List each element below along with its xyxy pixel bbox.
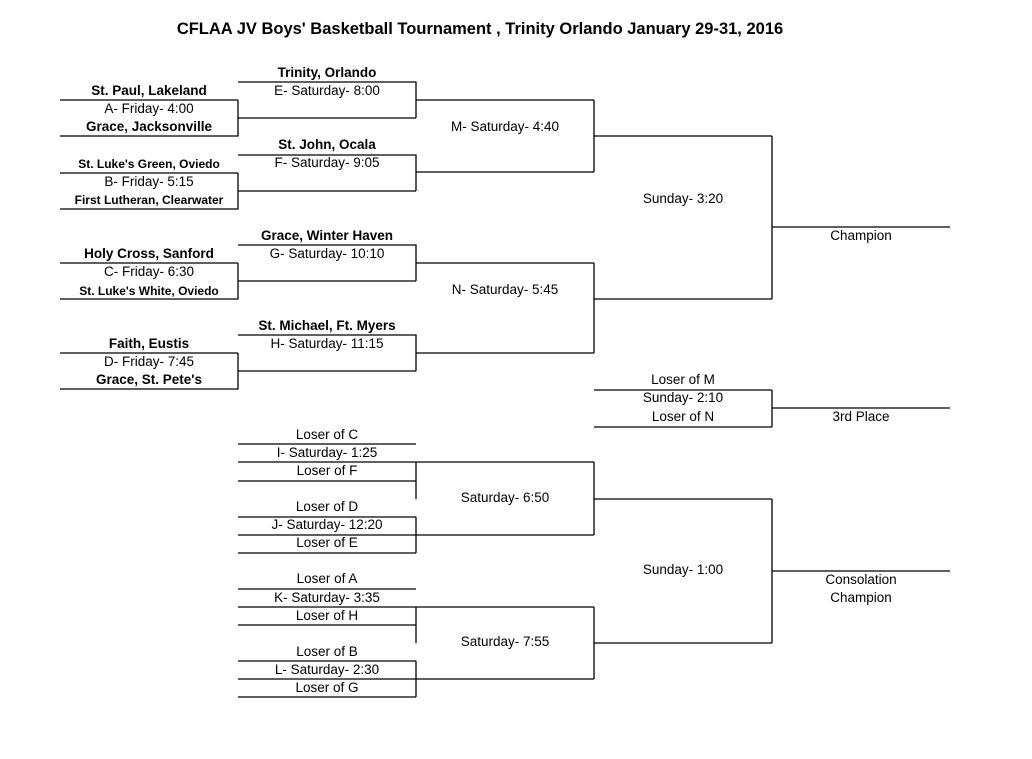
consolation-final-bracket	[771, 499, 950, 643]
game-g-label: G- Saturday- 10:10	[269, 246, 385, 261]
team-grace-jacksonville: Grace, Jacksonville	[85, 119, 213, 134]
third-place-bottom-slot: Loser of N	[651, 409, 715, 424]
final-bracket	[771, 136, 950, 299]
consolation-semi-upper-bracket	[416, 461, 772, 536]
team-faith-eustis: Faith, Eustis	[108, 336, 190, 351]
game-n-bracket	[416, 262, 772, 354]
game-j-label: J- Saturday- 12:20	[271, 517, 383, 532]
game-n-label: N- Saturday- 5:45	[451, 282, 559, 297]
team-st-john-ocala: St. John, Ocala	[278, 137, 376, 152]
consolation-semi-upper-label: Saturday- 6:50	[460, 490, 550, 505]
game-i-bottom-slot: Loser of F	[296, 463, 358, 478]
game-a-bracket	[60, 99, 416, 137]
team-st-paul-lakeland: St. Paul, Lakeland	[91, 83, 207, 98]
game-i-label: I- Saturday- 1:25	[276, 445, 378, 460]
consolation-result-line2: Champion	[830, 590, 892, 605]
game-a-label: A- Friday- 4:00	[104, 101, 194, 116]
team-first-lutheran-clearwater: First Lutheran, Clearwater	[74, 193, 224, 207]
game-f-label: F- Saturday- 9:05	[274, 155, 380, 170]
champion-label: Champion	[830, 228, 892, 243]
game-b-bracket	[60, 172, 416, 210]
game-i-top-slot: Loser of C	[295, 427, 359, 442]
team-grace-winter-haven: Grace, Winter Haven	[261, 228, 393, 243]
game-k-bottom-slot: Loser of H	[295, 608, 359, 623]
game-l-label: L- Saturday- 2:30	[274, 662, 380, 677]
game-c-bracket	[60, 262, 416, 300]
game-c-label: C- Friday- 6:30	[103, 264, 195, 279]
game-j-top-slot: Loser of D	[295, 499, 359, 514]
game-m-label: M- Saturday- 4:40	[450, 119, 560, 134]
game-d-bracket	[60, 352, 416, 390]
game-d-label: D- Friday- 7:45	[103, 354, 195, 369]
game-j-bottom-slot: Loser of E	[296, 535, 358, 550]
third-place-bracket	[594, 389, 950, 428]
final-game-label: Sunday- 3:20	[642, 191, 724, 206]
game-l-bracket	[238, 660, 417, 698]
game-i-bracket	[238, 443, 417, 499]
third-place-top-slot: Loser of M	[651, 372, 715, 387]
team-st-lukes-green-oviedo: St. Luke's Green, Oviedo	[78, 157, 220, 171]
game-h-label: H- Saturday- 11:15	[270, 336, 384, 351]
team-grace-st-petes: Grace, St. Pete's	[95, 372, 203, 387]
consolation-semi-lower-label: Saturday- 7:55	[460, 634, 550, 649]
page-title: CFLAA JV Boys' Basketball Tournament , T…	[176, 20, 784, 38]
team-st-lukes-white-oviedo: St. Luke's White, Oviedo	[79, 284, 219, 298]
team-trinity-orlando: Trinity, Orlando	[277, 65, 377, 80]
game-j-bracket	[238, 516, 417, 554]
third-place-game-label: Sunday- 2:10	[642, 390, 724, 405]
game-f-bracket	[238, 154, 417, 191]
game-h-bracket	[238, 334, 417, 371]
game-k-top-slot: Loser of A	[296, 571, 358, 586]
game-k-bracket	[238, 588, 417, 643]
third-place-label: 3rd Place	[832, 409, 890, 424]
consolation-semi-lower-bracket	[416, 606, 772, 680]
game-m-bracket	[416, 99, 772, 173]
game-g-bracket	[238, 244, 417, 281]
game-l-bottom-slot: Loser of G	[295, 680, 359, 695]
game-b-label: B- Friday- 5:15	[104, 174, 194, 189]
game-e-label: E- Saturday- 8:00	[274, 83, 380, 98]
game-k-label: K- Saturday- 3:35	[274, 590, 380, 605]
game-l-top-slot: Loser of B	[296, 644, 358, 659]
team-st-michael-ft-myers: St. Michael, Ft. Myers	[258, 318, 396, 333]
team-holy-cross-sanford: Holy Cross, Sanford	[84, 246, 214, 261]
consolation-result-line1: Consolation	[825, 572, 897, 587]
game-e-bracket	[238, 81, 417, 118]
consolation-final-game-label: Sunday- 1:00	[642, 562, 724, 577]
